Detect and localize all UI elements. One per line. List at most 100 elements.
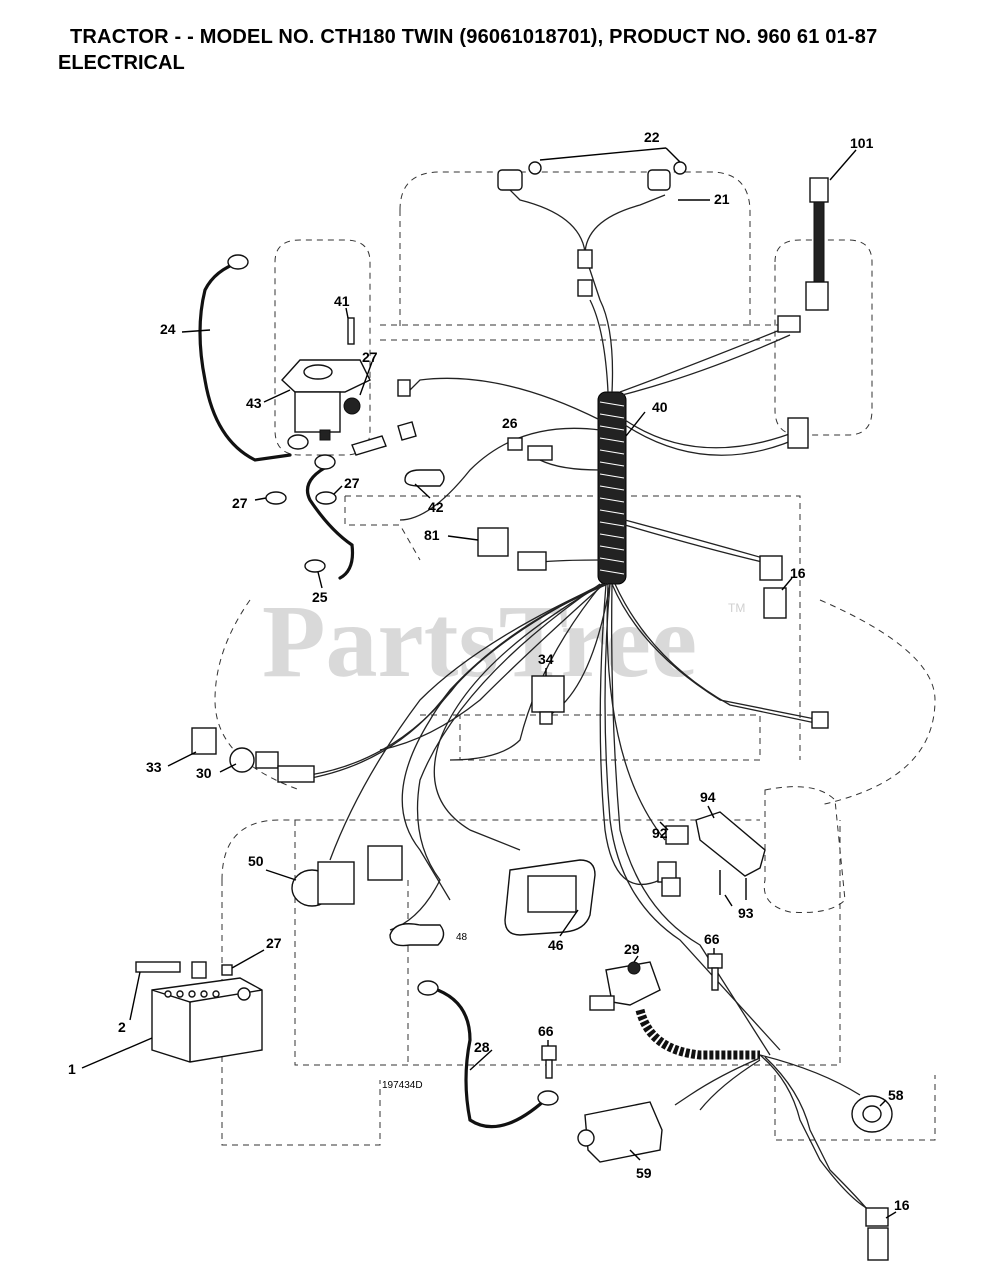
callout-93: 93 <box>738 905 754 921</box>
ignition-key <box>191 727 217 755</box>
pto-switch <box>317 861 355 905</box>
module-59-post <box>577 1129 595 1147</box>
part-101-plug <box>809 177 829 203</box>
callout-22: 22 <box>644 129 660 145</box>
switch-29-connector <box>589 995 615 1011</box>
callout-43: 43 <box>246 395 262 411</box>
callout-66-upper: 66 <box>704 931 720 947</box>
callout-48: 48 <box>456 932 468 943</box>
switch-34 <box>531 675 565 713</box>
connector-16-harness <box>759 555 783 581</box>
bolt-66-lower-shank <box>545 1059 553 1079</box>
terminal-27 <box>397 379 411 397</box>
section-title: ELECTRICAL <box>58 52 185 74</box>
callout-33: 33 <box>146 759 162 775</box>
callout-81: 81 <box>424 527 440 543</box>
nut-27-upper <box>343 397 361 415</box>
cable-28-terminal-bottom <box>537 1090 559 1106</box>
callout-46: 46 <box>548 937 564 953</box>
cable-28-terminal-top <box>417 980 439 996</box>
callout-34: 34 <box>538 651 554 667</box>
switch-bracket-94 <box>695 811 766 877</box>
callout-92: 92 <box>652 825 668 841</box>
nut-27-left <box>265 491 287 505</box>
wire-harness-coil <box>597 391 627 585</box>
cable-24-terminal <box>227 254 249 270</box>
callout-25: 25 <box>312 589 328 605</box>
switch-16-upper <box>763 587 787 619</box>
part-48-loop <box>389 923 445 947</box>
callout-27-upper: 27 <box>362 349 378 365</box>
switch-16-lower <box>867 1227 889 1261</box>
battery <box>151 977 263 1063</box>
connector-right-mid <box>787 417 809 449</box>
wiring <box>299 184 873 1216</box>
hour-meter-display <box>527 875 577 913</box>
callout-30: 30 <box>196 765 212 781</box>
terminal-boot <box>351 435 387 456</box>
relay-81-socket <box>517 551 547 571</box>
watermark-trademark: TM <box>728 601 745 615</box>
drawing-number: 197434D <box>382 1080 423 1091</box>
switch-29-knob <box>627 961 641 975</box>
battery-cables <box>198 260 547 1129</box>
callout-66-lower: 66 <box>538 1023 554 1039</box>
ignition-connector <box>277 765 315 783</box>
headlight-connector <box>577 249 593 269</box>
callout-27-left: 27 <box>232 495 248 511</box>
connector-26-a <box>507 437 523 451</box>
callouts: 22 21 101 24 41 27 43 27 27 25 26 40 42 … <box>68 129 910 1213</box>
callout-41: 41 <box>334 293 350 309</box>
bolt-66-upper-shank <box>711 967 719 991</box>
bolt-66-upper <box>707 953 723 969</box>
callout-24: 24 <box>160 321 176 337</box>
terminal-42-clip <box>397 421 417 441</box>
callout-26: 26 <box>502 415 518 431</box>
cable-24 <box>198 260 292 462</box>
cable-24-lug <box>287 434 309 450</box>
tractor-outline <box>214 171 936 1146</box>
cable-25 <box>305 463 355 580</box>
module-59 <box>584 1101 663 1163</box>
connector-26-b <box>527 445 553 461</box>
callout-42: 42 <box>428 499 444 515</box>
battery-bolt-2 <box>135 961 181 973</box>
part-101-lead <box>813 201 825 283</box>
headlight-right <box>647 161 687 191</box>
harness-connector-top <box>577 279 593 297</box>
callout-27-right: 27 <box>344 475 360 491</box>
ring-terminal-42 <box>404 469 445 487</box>
callout-58: 58 <box>888 1087 904 1103</box>
starter-solenoid <box>281 359 371 441</box>
cable-28 <box>430 986 547 1129</box>
connector-right-lower <box>811 711 829 729</box>
part-58-center <box>862 1105 882 1123</box>
lower-harness-coil <box>635 1008 760 1060</box>
cable-25-terminal <box>304 559 326 573</box>
page-title: TRACTOR - - MODEL NO. CTH180 TWIN (96061… <box>70 26 878 48</box>
ignition-switch <box>229 747 255 773</box>
nut-27-right <box>315 491 337 505</box>
callout-101: 101 <box>850 135 874 151</box>
callout-16-lower: 16 <box>894 1197 910 1213</box>
callout-40: 40 <box>652 399 668 415</box>
part-101-socket <box>805 281 829 311</box>
callout-2: 2 <box>118 1019 126 1035</box>
cable-25-lug <box>314 454 336 470</box>
callout-1: 1 <box>68 1061 76 1077</box>
callout-27-battery: 27 <box>266 935 282 951</box>
parts <box>135 161 893 1261</box>
relay-81 <box>477 527 509 557</box>
callout-29: 29 <box>624 941 640 957</box>
callout-16-upper: 16 <box>790 565 806 581</box>
callout-21: 21 <box>714 191 730 207</box>
callout-50: 50 <box>248 853 264 869</box>
callout-94: 94 <box>700 789 716 805</box>
leader-lines <box>81 147 897 1219</box>
callout-28: 28 <box>474 1039 490 1055</box>
bolt-66-lower <box>541 1045 557 1061</box>
pto-connector <box>367 845 403 881</box>
connector-right-upper <box>777 315 801 333</box>
connector-16-lower <box>865 1207 889 1227</box>
